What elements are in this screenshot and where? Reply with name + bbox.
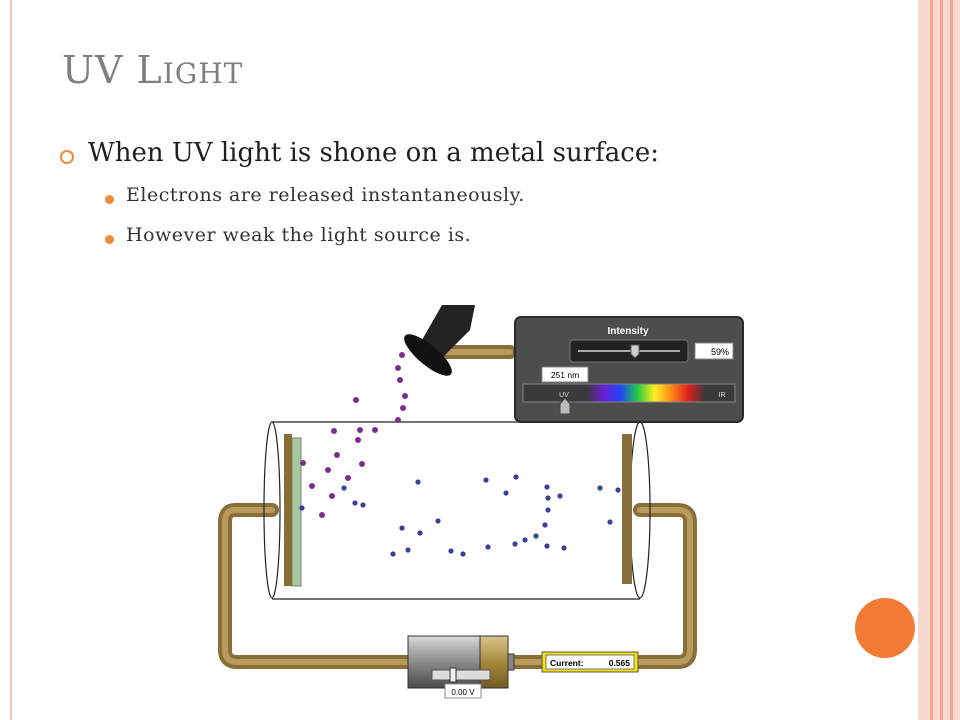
- metal-plate: [291, 437, 302, 587]
- sub-bullet-marker-icon: [105, 195, 114, 204]
- current-label: Current:: [550, 658, 584, 668]
- uv-lamp-icon: [404, 305, 475, 376]
- slide-title: UV LIGHT: [62, 48, 244, 92]
- sub-bullet-marker-icon: [105, 235, 114, 244]
- slide-left-border: [10, 0, 12, 720]
- intensity-slider-handle[interactable]: [630, 344, 640, 359]
- vacuum-tube: [263, 421, 651, 600]
- voltage-value: 0.00 V: [451, 688, 475, 697]
- spectrum-bar[interactable]: [522, 383, 736, 403]
- wavelength-value: 251 nm: [551, 370, 579, 380]
- wavelength-slider-handle[interactable]: [559, 397, 571, 415]
- panel-title: Intensity: [607, 326, 649, 337]
- current-value: 0.565: [609, 658, 631, 668]
- sub-bullet-2: However weak the light source is.: [126, 224, 472, 246]
- photoelectric-simulation: Intensity 59% 251 nm UV IR 0.00 V Curren…: [218, 305, 744, 699]
- main-bullet: When UV light is shone on a metal surfac…: [88, 138, 659, 168]
- decorative-circle: [855, 598, 915, 658]
- cathode-plate: [284, 434, 292, 586]
- anode-plate: [622, 434, 632, 584]
- intensity-panel: Intensity 59% 251 nm UV IR: [514, 316, 744, 423]
- photons: [300, 352, 408, 518]
- slide-right-border: [918, 0, 960, 720]
- spectrum-ir-label: IR: [719, 392, 726, 399]
- electrons: [299, 474, 621, 557]
- sub-bullet-1: Electrons are released instantaneously.: [126, 184, 525, 206]
- bullet-marker-icon: [60, 150, 74, 164]
- spectrum-uv-label: UV: [559, 392, 569, 399]
- intensity-value: 59%: [711, 347, 729, 357]
- battery-icon: [407, 635, 515, 689]
